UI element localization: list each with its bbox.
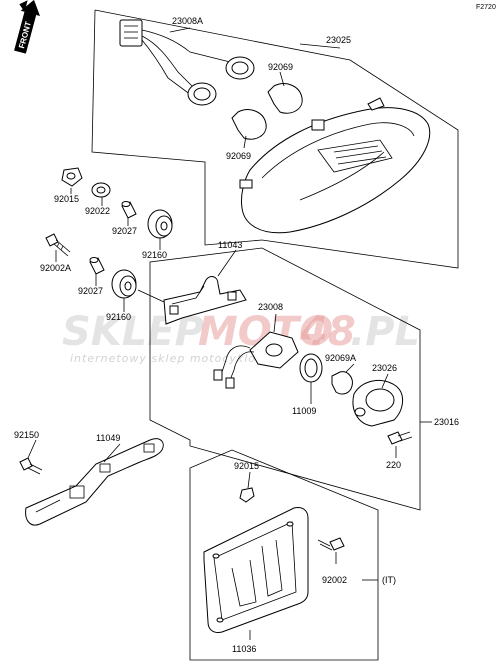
license-lamp-23026 xyxy=(352,379,403,427)
label-92069A: 92069A xyxy=(325,353,356,363)
label-92002: 92002 xyxy=(322,575,347,585)
collar-92027-upper xyxy=(121,201,137,219)
label-11036: 11036 xyxy=(232,644,256,654)
label-92160-a: 92160 xyxy=(142,250,167,260)
label-92160-b: 92160 xyxy=(106,312,131,322)
front-arrow-icon: FRONT xyxy=(14,0,41,54)
label-92002A: 92002A xyxy=(40,263,71,273)
washer-92022 xyxy=(91,182,111,198)
label-23025: 23025 xyxy=(326,35,351,45)
collar-92027-lower xyxy=(89,257,105,275)
group-outline-11036 xyxy=(189,449,379,661)
bolt-92002A xyxy=(45,233,71,257)
rubber-cap-92015-lower xyxy=(239,487,255,503)
label-92015-a: 92015 xyxy=(54,194,79,204)
label-23026: 23026 xyxy=(372,363,397,373)
label-92027-a: 92027 xyxy=(112,226,137,236)
socket-23008 xyxy=(213,331,299,389)
leader-grommet-lower xyxy=(137,289,165,303)
bolt-92002 xyxy=(317,537,345,551)
rubber-cap-92015 xyxy=(61,167,83,187)
grommet-92160-upper xyxy=(147,209,173,239)
label-92022: 92022 xyxy=(85,206,110,216)
bolt-92150 xyxy=(19,457,43,475)
label-23008A: 23008A xyxy=(172,16,203,26)
grommet-92160-lower xyxy=(111,269,137,299)
figure-code: F2720 xyxy=(476,4,496,11)
label-220: 220 xyxy=(386,460,401,470)
bracket-11043 xyxy=(163,276,247,325)
wiring-harness-part xyxy=(119,19,255,106)
label-11049: 11049 xyxy=(96,433,120,443)
label-92027-b: 92027 xyxy=(78,286,103,296)
license-plate-bracket-11036 xyxy=(203,507,309,633)
bracket-11049 xyxy=(25,438,164,526)
watermark-brand-d: .PL xyxy=(350,309,420,355)
watermark-brand-c: 48 xyxy=(299,309,356,355)
group-outline-23025 xyxy=(91,9,459,269)
bulb-92069A xyxy=(331,371,353,395)
label-23016: 23016 xyxy=(434,417,459,427)
label-92069-b: 92069 xyxy=(226,151,251,161)
tail-light-housing-part xyxy=(239,97,431,234)
seal-ring-11009 xyxy=(299,353,323,383)
bulb-part xyxy=(231,83,303,140)
leader-lines xyxy=(27,27,432,640)
label-11043: 11043 xyxy=(218,240,242,250)
label-23008: 23008 xyxy=(258,302,283,312)
label-11009: 11009 xyxy=(292,406,316,416)
watermark-tagline: internetowy sklep motocyklowy xyxy=(70,352,274,365)
label-92150: 92150 xyxy=(14,430,39,440)
group-outline-23016 xyxy=(149,247,421,511)
label-92015-b: 92015 xyxy=(234,461,259,471)
label-it: (IT) xyxy=(382,575,396,585)
watermark: SKLEP MOTO 48 .PL internetowy sklep moto… xyxy=(62,309,420,365)
screw-220 xyxy=(387,431,413,445)
label-92069-a: 92069 xyxy=(268,62,293,72)
